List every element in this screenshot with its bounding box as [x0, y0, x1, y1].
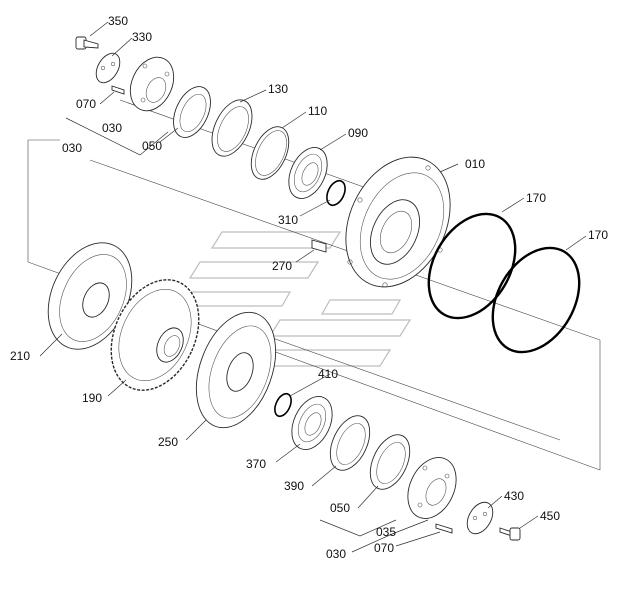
- label-210: 210: [10, 349, 30, 363]
- part-flange-bottom[interactable]: [399, 450, 466, 527]
- part-270-plug[interactable]: [311, 239, 327, 253]
- part-370-bearing[interactable]: [284, 390, 340, 456]
- label-110: 110: [308, 104, 327, 118]
- label-010: 010: [465, 157, 485, 171]
- label-190: 190: [82, 391, 102, 405]
- label-130: 130: [268, 82, 288, 96]
- part-flange-top[interactable]: [122, 50, 182, 118]
- part-090-bearing[interactable]: [281, 141, 335, 204]
- label-370: 370: [246, 457, 266, 471]
- callout-labels: 350 330 070 030 030 050 130 110 090 010 …: [10, 14, 608, 561]
- label-250: 250: [158, 435, 178, 449]
- part-110-snap-ring[interactable]: [244, 121, 297, 185]
- label-350: 350: [108, 14, 128, 28]
- watermark-logo: [170, 231, 412, 367]
- part-070-pin-bottom[interactable]: [435, 523, 453, 534]
- label-090: 090: [348, 126, 368, 140]
- label-050-bottom: 050: [330, 501, 350, 515]
- label-050-top: 050: [142, 139, 162, 153]
- part-310-o-ring[interactable]: [323, 178, 348, 208]
- label-035: 035: [376, 525, 396, 539]
- part-430-cover-plate[interactable]: [462, 498, 498, 538]
- label-030-top: 030: [102, 121, 122, 135]
- label-270: 270: [272, 259, 292, 273]
- label-070-top: 070: [76, 97, 96, 111]
- part-410-o-ring[interactable]: [272, 391, 295, 419]
- label-030-bottom: 030: [326, 547, 346, 561]
- label-310: 310: [278, 213, 298, 227]
- part-070-pin-top[interactable]: [111, 85, 125, 95]
- part-130-ring[interactable]: [204, 94, 260, 163]
- part-450-bolt[interactable]: [499, 527, 521, 541]
- label-330: 330: [132, 30, 152, 44]
- part-350-bolt[interactable]: [75, 36, 99, 50]
- label-170-b: 170: [588, 228, 608, 242]
- label-030-mid: 030: [62, 141, 82, 155]
- label-430: 430: [504, 489, 524, 503]
- part-170-o-ring-b[interactable]: [475, 233, 597, 368]
- part-250-carrier[interactable]: [182, 301, 291, 438]
- leader-lines: [39, 21, 587, 553]
- label-450: 450: [540, 509, 560, 523]
- part-330-cover-plate[interactable]: [91, 49, 124, 87]
- part-010-housing[interactable]: [326, 140, 470, 304]
- part-190-gear[interactable]: [94, 266, 216, 405]
- label-390: 390: [284, 479, 304, 493]
- label-070-bottom: 070: [374, 541, 394, 555]
- part-390-ring[interactable]: [322, 410, 377, 477]
- part-050-seal-bottom[interactable]: [362, 429, 417, 496]
- label-410: 410: [318, 367, 338, 381]
- part-050-seal-top[interactable]: [166, 81, 218, 143]
- part-170-o-ring-a[interactable]: [411, 199, 533, 334]
- label-170-a: 170: [526, 191, 546, 205]
- part-210-cover[interactable]: [32, 229, 148, 363]
